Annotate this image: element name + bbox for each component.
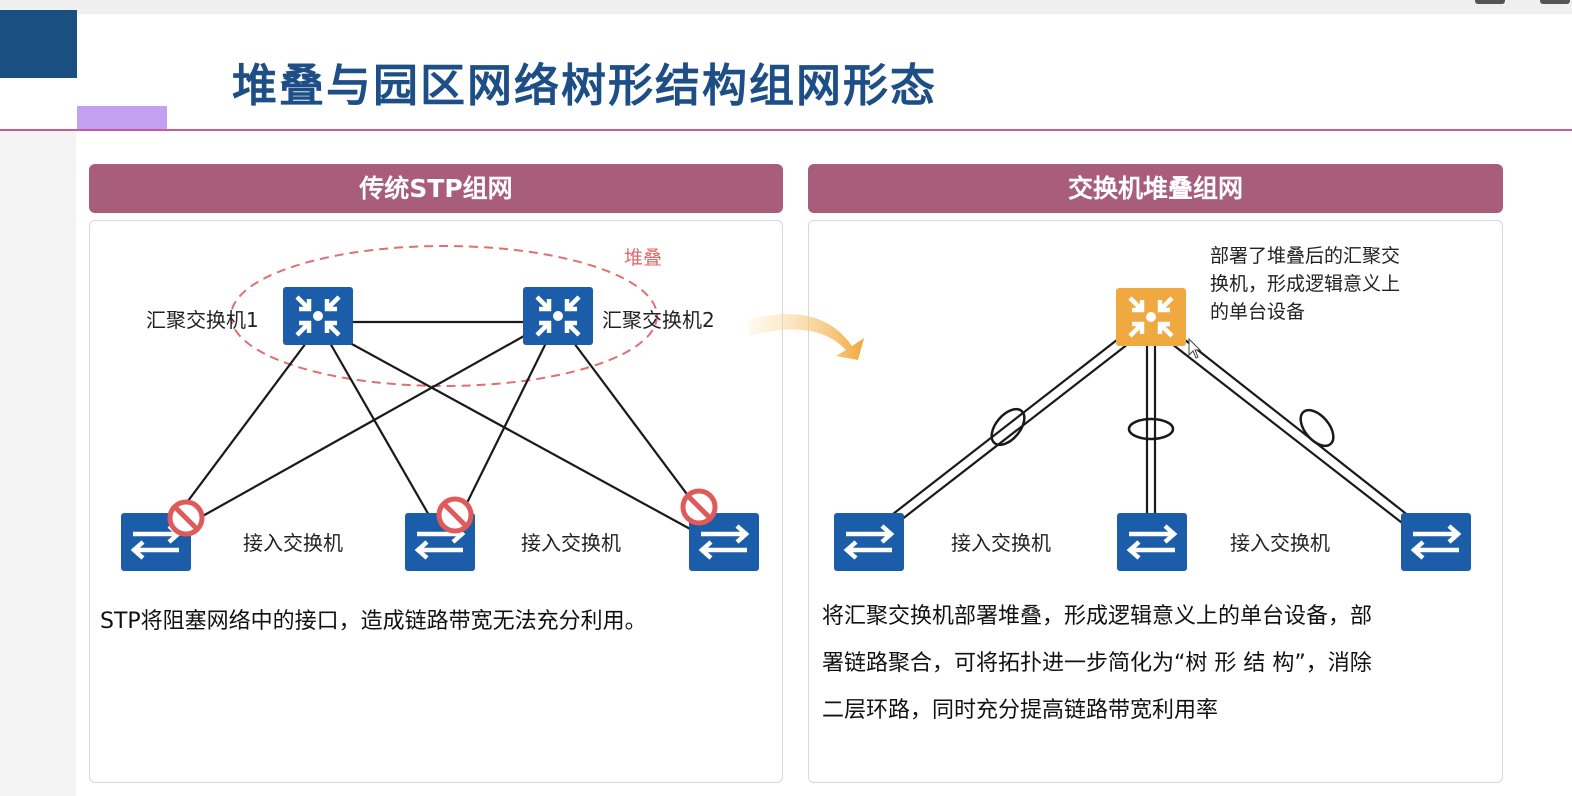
aggregation-switch-2-label: 汇聚交换机2 [602, 308, 715, 332]
access-switch-label: 接入交换机 [243, 531, 343, 555]
title-rule [0, 129, 1572, 131]
access-switch-label: 接入交换机 [521, 531, 621, 555]
access-switch-label: 接入交换机 [951, 531, 1051, 555]
access-switch-icon [689, 513, 759, 571]
title-accent-bar [77, 106, 167, 130]
access-switch-icon [1117, 513, 1187, 571]
link-aggregation-icon [1299, 408, 1335, 448]
window-control [1540, 0, 1570, 4]
stacked-aggregation-switch-icon [1116, 288, 1186, 346]
stack-caption-line-3: 二层环路，同时充分提高链路带宽利用率 [822, 698, 1219, 723]
stack-boundary [230, 245, 658, 387]
stack-note-line-2: 换机，形成逻辑意义上 [1210, 273, 1401, 295]
blocked-port-icon [167, 499, 205, 537]
arrow-icon [748, 313, 864, 360]
aggregation-switch-1-icon [283, 287, 353, 345]
aggregation-switch-1-label: 汇聚交换机1 [146, 308, 259, 332]
aggregated-links [892, 335, 1415, 527]
blocked-port-icon [680, 488, 718, 526]
stack-label: 堆叠 [624, 247, 663, 269]
aggregation-switch-2-icon [523, 287, 593, 345]
panel-body-traditional-stp [89, 220, 783, 783]
page-title: 堆叠与园区网络树形结构组网形态 [232, 59, 938, 112]
stack-caption-line-1: 将汇聚交换机部署堆叠，形成逻辑意义上的单台设备，部 [822, 604, 1373, 629]
top-strip [0, 0, 1572, 14]
access-switch-icon [834, 513, 904, 571]
link-aggregation-icon [1127, 417, 1175, 441]
stp-links [175, 320, 705, 531]
stp-caption: STP将阻塞网络中的接口，造成链路带宽无法充分利用。 [100, 609, 647, 634]
title-accent-block [0, 10, 77, 78]
access-switch-icon [1401, 513, 1471, 571]
mouse-cursor-icon [1188, 338, 1202, 359]
link-aggregation-icon [990, 407, 1026, 447]
left-gutter [0, 130, 76, 796]
panel-header-switch-stack: 交换机堆叠组网 [808, 164, 1503, 213]
stack-note-line-3: 的单台设备 [1210, 301, 1306, 323]
panel-header-traditional-stp: 传统STP组网 [89, 164, 783, 213]
window-control [1475, 0, 1505, 4]
access-switch-label: 接入交换机 [1230, 531, 1330, 555]
stack-note-line-1: 部署了堆叠后的汇聚交 [1210, 245, 1401, 267]
blocked-port-icon [436, 496, 474, 534]
stack-caption-line-2: 署链路聚合，可将拓扑进一步简化为“树 形 结 构”，消除 [822, 651, 1372, 676]
